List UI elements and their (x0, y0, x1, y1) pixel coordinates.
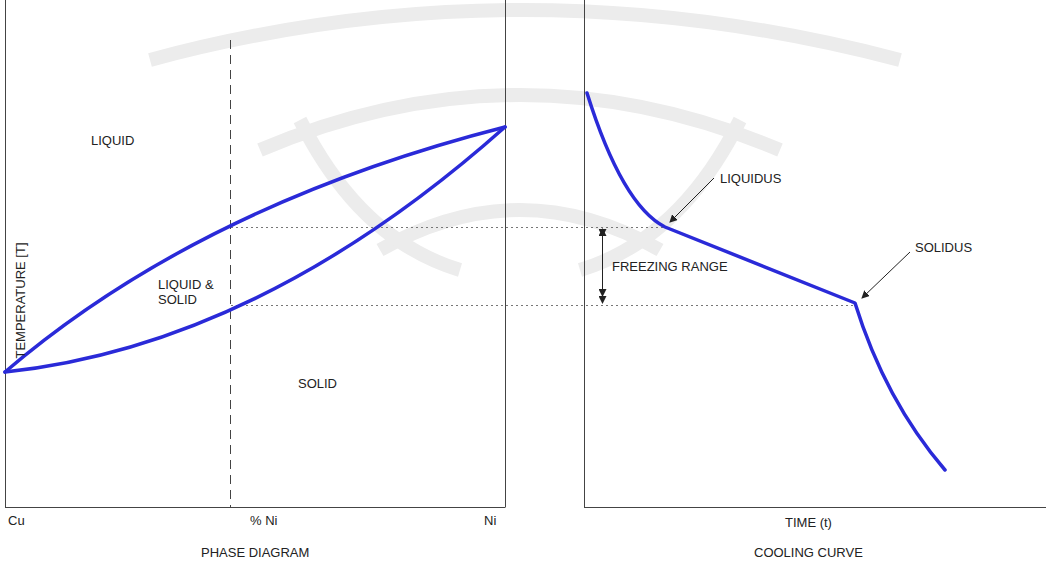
range-arrow-head (602, 296, 603, 303)
region-label: LIQUID & SOLID (158, 277, 220, 307)
watermark (150, 10, 900, 270)
region-label: LIQUID (91, 133, 134, 148)
cooling-curve (587, 93, 945, 470)
composition-line (230, 40, 231, 507)
axis-title: TIME (t) (785, 515, 832, 530)
panel-title: PHASE DIAGRAM (201, 545, 309, 560)
callout-label: SOLIDUS (915, 240, 972, 255)
axis-label: Ni (484, 513, 496, 528)
region-label: SOLID (298, 376, 337, 391)
callout-label: LIQUIDUS (720, 171, 781, 186)
panel-title: COOLING CURVE (754, 545, 863, 560)
phase-curves (5, 127, 505, 372)
axis-label: Cu (8, 513, 25, 528)
range-label: FREEZING RANGE (612, 259, 728, 274)
leader-line (670, 178, 714, 222)
range-arrow (602, 236, 603, 296)
cooling-axes (584, 0, 1046, 508)
phase-axes (5, 0, 506, 508)
axis-label: % Ni (250, 513, 277, 528)
range-arrow-head (602, 229, 603, 236)
axis-title: TEMPERATURE [T] (13, 242, 28, 358)
leader-line (862, 252, 910, 298)
